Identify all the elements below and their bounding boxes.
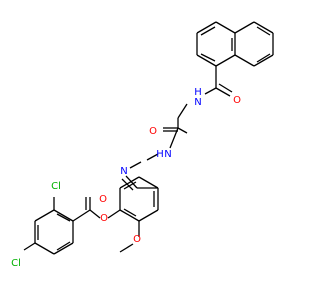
atom-cl-ortho: Cl (51, 181, 61, 192)
structure-diagram: O H N O H N N O O O Cl Cl (11, 21, 274, 269)
atom-h-hydrazide: H (156, 149, 164, 160)
atom-o-ketone: O (233, 95, 241, 106)
atom-h-amide: H (194, 87, 202, 98)
atom-n-hydrazide: N (164, 149, 171, 160)
atom-o-ester-carbonyl: O (99, 194, 107, 205)
atom-labels: O H N O H N N O O O Cl Cl (11, 87, 241, 269)
atom-o-methoxy: O (133, 234, 141, 245)
atom-o-ester: O (100, 213, 108, 224)
atom-cl-para: Cl (11, 258, 21, 269)
molecule-canvas: O H N O H N N O O O Cl Cl (11, 21, 274, 269)
atom-o-carbonyl: O (149, 126, 157, 137)
atom-n-imine: N (120, 166, 127, 177)
atom-n-amide: N (194, 97, 201, 108)
bonds (23, 21, 274, 255)
